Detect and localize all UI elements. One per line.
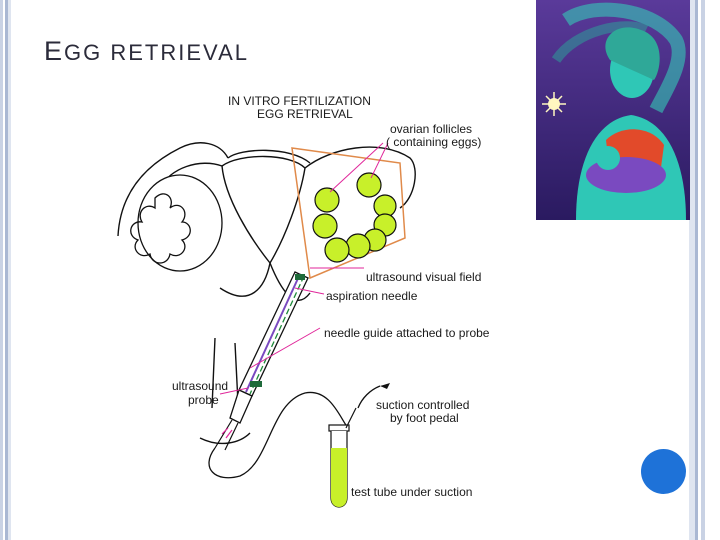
label-follicles-line2: ( containing eggs) (386, 135, 481, 149)
foot-pedal-line (357, 385, 381, 409)
slide-title: EGG RETRIEVAL (44, 36, 249, 67)
label-suction-line2: by foot pedal (390, 411, 459, 425)
label-ultrasound-field: ultrasound visual field (366, 270, 481, 284)
title-rest: GG RETRIEVAL (64, 40, 249, 65)
label-probe-line1: ultrasound (172, 379, 228, 393)
follicle (314, 187, 340, 213)
follicle-cluster (312, 172, 397, 263)
right-frame-border (689, 0, 720, 540)
diagram-heading-line1: IN VITRO FERTILIZATION (228, 94, 371, 108)
label-suction-line1: suction controlled (376, 398, 469, 412)
label-follicles-line1: ovarian follicles (390, 122, 472, 136)
follicle (356, 172, 382, 198)
suction-tubing (208, 391, 349, 479)
title-first-letter: E (44, 36, 65, 66)
follicle (345, 233, 371, 259)
follicle (324, 237, 350, 263)
foot-pedal-icon (380, 383, 390, 389)
label-needle-guide: needle guide attached to probe (324, 326, 490, 340)
mother-child-painting (536, 0, 690, 220)
ultrasound-field-outline (291, 147, 406, 280)
test-tube (328, 407, 357, 508)
follicle (312, 213, 338, 239)
label-probe-line2: probe (188, 393, 219, 407)
egg-retrieval-diagram: IN VITRO FERTILIZATION EGG RETRIEVAL (117, 94, 490, 508)
diagram-heading-line2: EGG RETRIEVAL (257, 107, 353, 121)
label-test-tube: test tube under suction (351, 485, 472, 499)
label-aspiration-needle: aspiration needle (326, 289, 418, 303)
label-leader-lines (219, 142, 389, 395)
accent-circle (641, 449, 686, 494)
left-frame-border (0, 0, 11, 540)
left-ovary (130, 174, 223, 272)
